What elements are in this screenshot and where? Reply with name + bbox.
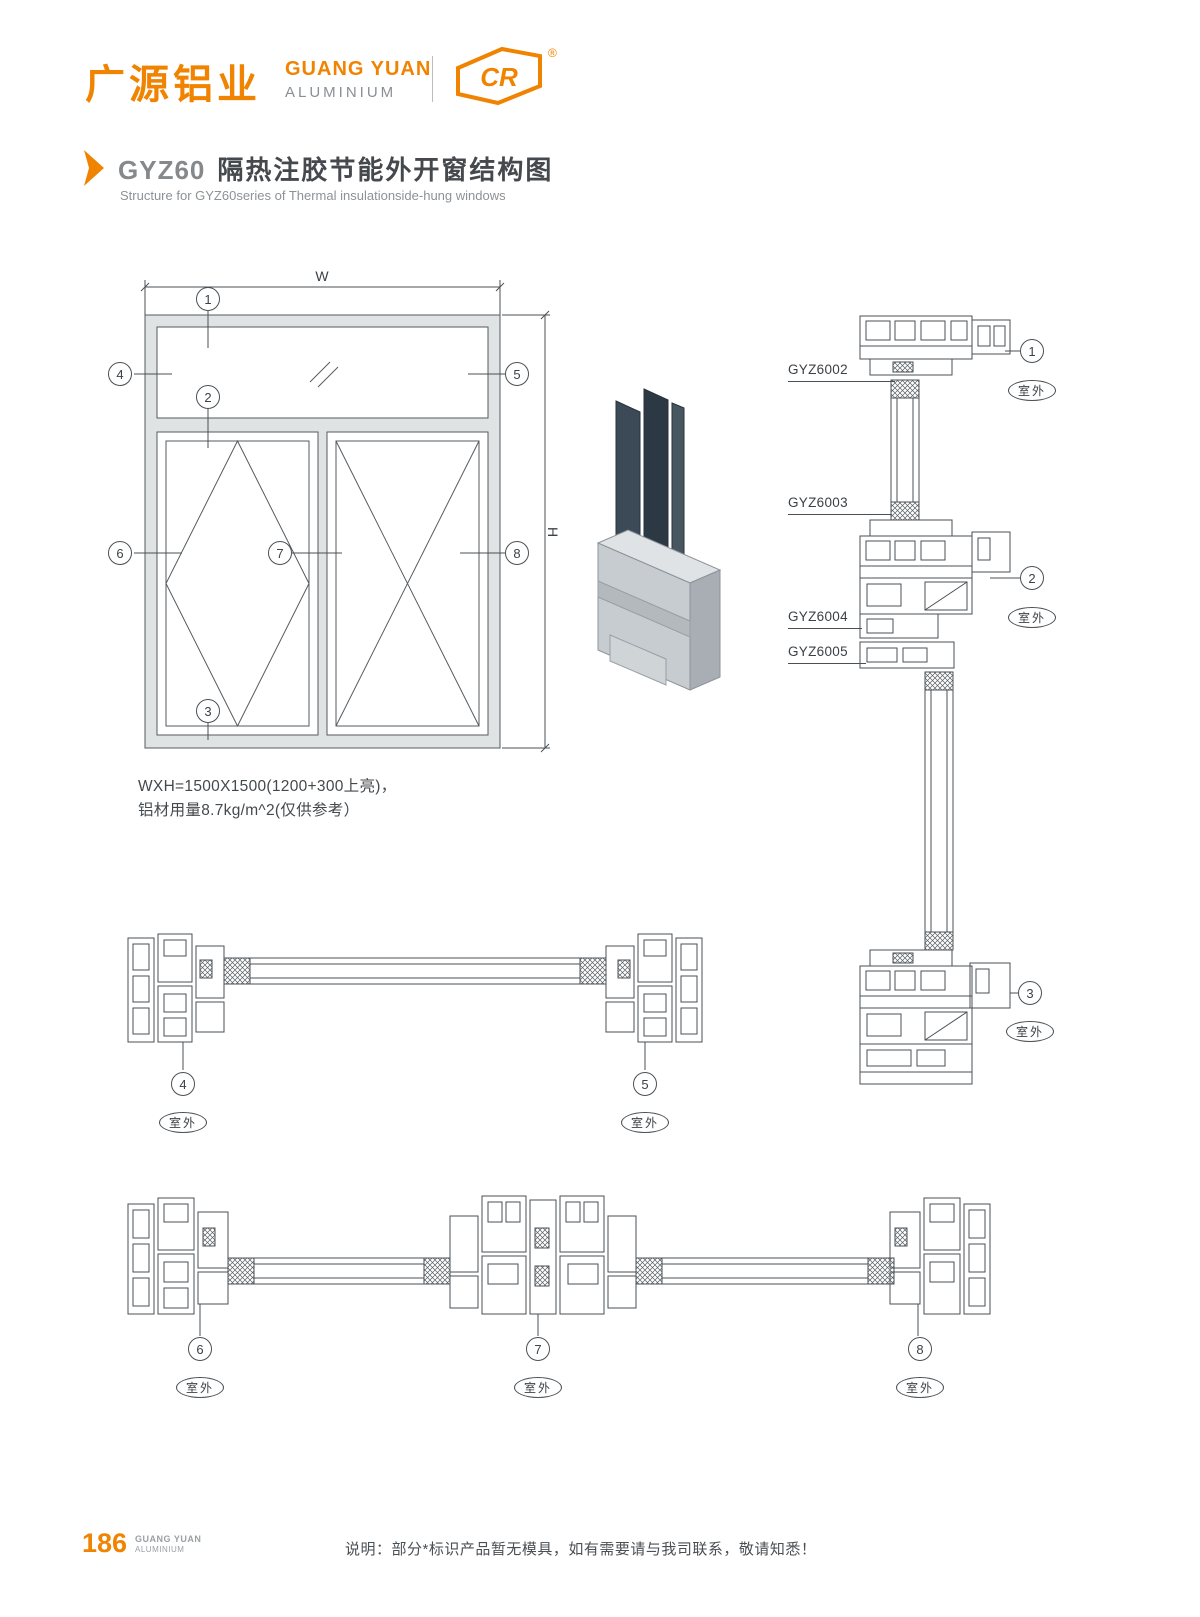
head-frame-profile — [859, 315, 1011, 376]
outdoor-label-7: 室外 — [514, 1377, 562, 1398]
callout-2-elevation: 2 — [196, 385, 220, 409]
left-jamb-profile — [127, 1197, 229, 1315]
leader-gyz6002 — [788, 381, 895, 382]
left-jamb-profile — [127, 933, 225, 1043]
outdoor-label-2: 室外 — [1008, 607, 1056, 628]
right-glazing-unit — [636, 1257, 894, 1285]
callout-6-section: 6 — [188, 1337, 212, 1361]
callout-7-section: 7 — [526, 1337, 550, 1361]
callout-3-elevation: 3 — [196, 699, 220, 723]
callout-1-elevation: 1 — [196, 287, 220, 311]
callout-5-elevation: 5 — [505, 362, 529, 386]
left-glazing-unit — [228, 1257, 450, 1285]
title-name-cn: 隔热注胶节能外开窗结构图 — [217, 155, 554, 185]
header-divider — [432, 56, 433, 102]
title-marker-icon — [84, 150, 104, 186]
section-leader-lines — [990, 350, 1020, 994]
callout-8-elevation: 8 — [505, 541, 529, 565]
callout-4-elevation: 4 — [108, 362, 132, 386]
footer-brand-sub: ALUMINIUM — [135, 1545, 185, 1554]
outdoor-label-4: 室外 — [159, 1112, 207, 1133]
vertical-section-drawing — [859, 315, 1020, 1085]
callout-3-section: 3 — [1018, 981, 1042, 1005]
right-jamb-profile — [889, 1197, 991, 1315]
glass-hatch-mark — [309, 361, 339, 388]
brand-logo-icon: CR — [456, 46, 542, 106]
glazing-unit — [224, 957, 606, 985]
brand-name-en: GUANG YUAN — [285, 58, 432, 80]
callout-leader-lines — [199, 1304, 919, 1336]
right-sash — [335, 440, 480, 727]
footer-brand-en: GUANG YUAN — [135, 1534, 202, 1544]
footer-note: 说明：部分*标识产品暂无模具，如有需要请与我司联系，敬请知悉！ — [345, 1541, 817, 1558]
dimension-h-label: H — [545, 527, 561, 537]
dimension-h-lines — [502, 310, 550, 753]
callout-4-section: 4 — [171, 1072, 195, 1096]
callout-1-section: 1 — [1020, 339, 1044, 363]
elevation-leader-lines — [134, 311, 505, 740]
window-elevation-drawing: W H — [134, 270, 561, 753]
callout-2-section: 2 — [1020, 566, 1044, 590]
spec-line-2: 铝材用量8.7kg/m^2(仅供参考） — [138, 802, 360, 819]
dimension-w-label: W — [315, 270, 329, 284]
transom-profiles — [859, 519, 1011, 669]
leader-gyz6004 — [788, 628, 862, 629]
thermal-break-hatches — [202, 1227, 908, 1287]
right-jamb-profile — [605, 933, 703, 1043]
logo-text: CR — [480, 62, 518, 92]
profile-label-gyz6002: GYZ6002 — [788, 362, 848, 377]
aluminium-profile-body — [596, 529, 722, 691]
callout-leader-lines — [182, 1042, 646, 1070]
outdoor-label-3: 室外 — [1006, 1021, 1054, 1042]
registered-mark: ® — [548, 46, 557, 60]
page-number: 186 — [82, 1528, 128, 1558]
left-sash — [165, 439, 310, 728]
leader-gyz6005 — [788, 663, 866, 664]
profile-label-gyz6003: GYZ6003 — [788, 495, 848, 510]
leader-gyz6003 — [788, 514, 892, 515]
profile-label-gyz6004: GYZ6004 — [788, 609, 848, 624]
glass-panes — [615, 388, 685, 576]
sill-frame-profile — [859, 949, 1011, 1085]
profile-3d-render — [596, 388, 722, 691]
thermal-break-hatches — [199, 957, 631, 985]
callout-5-section: 5 — [633, 1072, 657, 1096]
upper-glazing-unit — [890, 380, 920, 520]
spec-line-1: WXH=1500X1500(1200+300上亮)， — [138, 778, 397, 795]
outdoor-label-1: 室外 — [1008, 380, 1056, 401]
callout-7-elevation: 7 — [268, 541, 292, 565]
brand-tagline: ALUMINIUM — [285, 84, 397, 101]
brand-name-cn: 广源铝业 — [85, 63, 261, 107]
center-mullion-profile — [449, 1195, 637, 1315]
profile-label-gyz6005: GYZ6005 — [788, 644, 848, 659]
callout-8-section: 8 — [908, 1337, 932, 1361]
title-series: GYZ60 — [118, 155, 206, 185]
outdoor-label-6: 室外 — [176, 1377, 224, 1398]
window-frame — [144, 314, 501, 749]
outdoor-label-5: 室外 — [621, 1112, 669, 1133]
horizontal-section-bottom-drawing — [127, 1195, 991, 1336]
outdoor-label-8: 室外 — [896, 1377, 944, 1398]
page-subtitle: Structure for GYZ60series of Thermal ins… — [120, 188, 506, 203]
logo-outline — [456, 46, 542, 106]
horizontal-section-top-drawing — [127, 933, 703, 1070]
page-title: GYZ60 隔热注胶节能外开窗结构图 — [118, 150, 553, 187]
callout-6-elevation: 6 — [108, 541, 132, 565]
main-glazing-unit — [924, 672, 954, 950]
thermal-break-hatches — [890, 361, 954, 964]
